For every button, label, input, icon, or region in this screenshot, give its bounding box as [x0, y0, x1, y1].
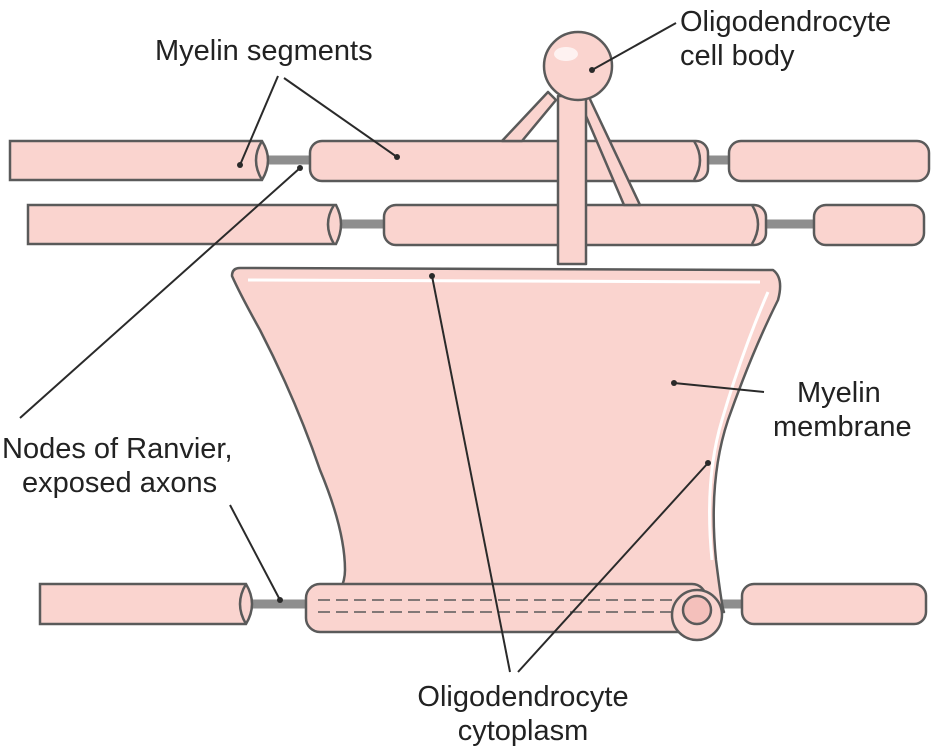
- membrane-edge-highlight: [708, 291, 770, 561]
- oligodendrocyte-processes: [500, 90, 642, 266]
- leader-dot: [237, 162, 243, 168]
- leader-dot: [705, 460, 711, 466]
- leader-dot: [589, 67, 595, 73]
- leader-dots: [237, 67, 711, 603]
- myelin-segment-cap: [238, 583, 248, 625]
- cell-body-highlight: [554, 47, 578, 61]
- label-membrane-line-1: Myelin: [797, 377, 881, 409]
- myelin-segment: [26, 203, 343, 246]
- label-oligodendrocyte-cytoplasm: Oligodendrocyte cytoplasm: [388, 680, 658, 748]
- leader-membrane: [673, 382, 765, 393]
- label-myelin-membrane: Myelin membrane: [773, 376, 912, 444]
- label-cytoplasm-line-1: Oligodendrocyte: [417, 681, 629, 713]
- myelin-segment-cap: [326, 204, 336, 245]
- label-nodes-line-1: Nodes of Ranvier,: [2, 433, 233, 465]
- label-cell-body-line-1: Oligodendrocyte: [680, 6, 892, 38]
- label-cytoplasm-line-2: cytoplasm: [457, 715, 589, 747]
- myelin-segment: [727, 139, 931, 183]
- label-nodes-of-ranvier: Nodes of Ranvier, exposed axons: [2, 432, 233, 500]
- leader-cytoplasm-b: [517, 462, 709, 673]
- leader-dot: [671, 380, 677, 386]
- label-membrane-line-2: membrane: [773, 411, 912, 443]
- label-myelin-segments-text: Myelin segments: [155, 35, 373, 67]
- leader-nodes-upper: [19, 167, 301, 419]
- leader-dot: [394, 154, 400, 160]
- myelin-segment-wrapping: [304, 582, 708, 634]
- process-center: [556, 94, 588, 266]
- myelin-segment-cap: [254, 140, 264, 181]
- myelin-segment: [812, 203, 926, 247]
- myelin-segment: [38, 582, 254, 626]
- label-nodes-line-2: exposed axons: [22, 467, 218, 499]
- label-oligodendrocyte-cell-body: Oligodendrocyte cell body: [680, 5, 891, 73]
- myelin-membrane-sheet: [230, 266, 782, 614]
- myelin-segment-cap: [750, 204, 760, 245]
- label-myelin-segments: Myelin segments: [155, 34, 373, 68]
- leader-nodes-lower: [229, 504, 281, 601]
- leader-lines: [19, 22, 765, 673]
- process-left: [500, 90, 558, 143]
- membrane-highlight: [247, 278, 761, 284]
- leader-dot: [429, 273, 435, 279]
- oligodendrocyte-cell-body: [542, 30, 614, 102]
- leader-myelin-segments-b: [283, 77, 398, 158]
- myelin-segment: [308, 139, 710, 183]
- myelin-segment: [8, 139, 270, 182]
- leader-dot: [277, 597, 283, 603]
- myelin-row-1: [8, 139, 931, 183]
- leader-cell-body: [591, 22, 677, 71]
- myelin-segment: [740, 582, 928, 626]
- myelin-row-3: [38, 582, 928, 642]
- wrap-roll-inner: [681, 594, 713, 626]
- leader-cytoplasm-a: [431, 275, 511, 673]
- leader-dot: [297, 165, 303, 171]
- myelin-segment-cap: [692, 140, 702, 181]
- leader-myelin-segments-a: [239, 75, 279, 166]
- label-cell-body-line-2: cell body: [680, 40, 795, 72]
